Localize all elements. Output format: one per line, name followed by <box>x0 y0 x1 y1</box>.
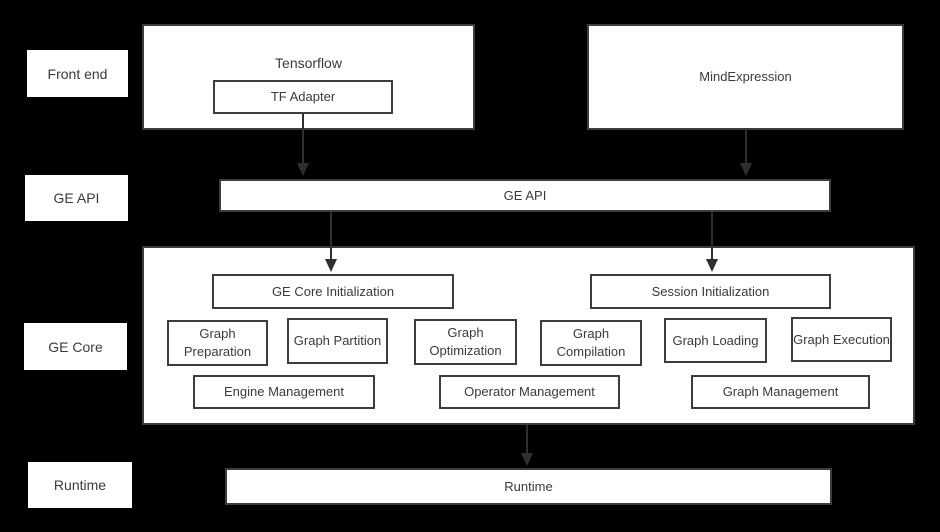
arrow-ge-api-to-session-initialization <box>705 212 719 272</box>
arrow-mindexpression-to-ge-api <box>739 130 753 176</box>
arrow-head-icon <box>740 163 752 176</box>
ge-api-bar: GE API <box>219 179 831 212</box>
operator-management-box: Operator Management <box>439 375 620 409</box>
arrow-line <box>711 212 713 263</box>
arrow-line <box>330 212 332 263</box>
tensorflow-box: Tensorflow TF Adapter <box>142 24 475 130</box>
tf-adapter-box: TF Adapter <box>213 80 393 114</box>
runtime-bar: Runtime <box>225 468 832 505</box>
arrow-line <box>526 425 528 457</box>
graph-execution-box: Graph Execution <box>791 317 892 362</box>
graph-partition-box: Graph Partition <box>287 318 388 364</box>
graph-compilation-box: Graph Compilation <box>540 320 642 366</box>
side-label-runtime: Runtime <box>28 462 132 508</box>
arrow-line <box>302 114 304 167</box>
arrow-head-icon <box>325 259 337 272</box>
session-initialization-box: Session Initialization <box>590 274 831 309</box>
graph-optimization-box: Graph Optimization <box>414 319 517 365</box>
arrow-ge-api-to-ge-core-initialization <box>324 212 338 272</box>
arrow-head-icon <box>706 259 718 272</box>
arrow-head-icon <box>297 163 309 176</box>
ge-core-box: GE Core Initialization Session Initializ… <box>142 246 915 425</box>
graph-loading-box: Graph Loading <box>664 318 767 363</box>
graph-preparation-box: Graph Preparation <box>167 320 268 366</box>
mindexpression-box: MindExpression <box>587 24 904 130</box>
arrow-head-icon <box>521 453 533 466</box>
graph-management-box: Graph Management <box>691 375 870 409</box>
ge-core-initialization-box: GE Core Initialization <box>212 274 454 309</box>
side-label-front-end: Front end <box>27 50 128 97</box>
arrow-tf-adapter-to-ge-api <box>296 114 310 176</box>
engine-management-box: Engine Management <box>193 375 375 409</box>
tensorflow-label: Tensorflow <box>275 55 342 71</box>
side-label-ge-api: GE API <box>25 175 128 221</box>
side-label-ge-core: GE Core <box>24 323 127 370</box>
arrow-ge-core-to-runtime <box>520 425 534 466</box>
arrow-line <box>745 130 747 167</box>
